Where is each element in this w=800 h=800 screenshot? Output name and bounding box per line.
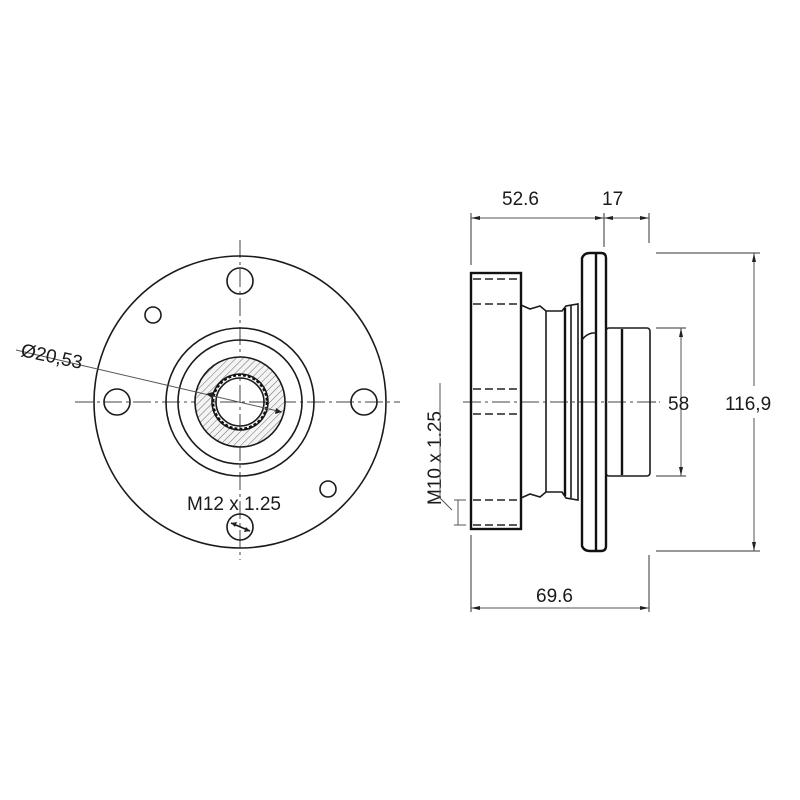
diameter-arrow-right <box>275 408 282 414</box>
thread-indicator-arrow-right <box>244 527 250 532</box>
small-hole-upper-left <box>144 306 162 324</box>
bolt-hole-bottom <box>226 513 254 541</box>
front-thread-label: M12 x 1.25 <box>187 494 281 515</box>
diameter-arrow-left <box>206 392 213 398</box>
side-thread-label: M10 x 1.25 <box>425 411 446 505</box>
dim-arrow-69-6-right <box>640 606 649 610</box>
flange-fillet-top <box>581 332 596 341</box>
dim-label-116-9: 116,9 <box>725 394 771 415</box>
small-hole-lower-right <box>319 480 337 498</box>
hub-neck-profile <box>520 303 579 501</box>
hub-middle-circle <box>177 339 303 465</box>
hub-outer-circle <box>165 327 315 477</box>
dim-arrow-58-bottom <box>679 467 683 476</box>
bore-diameter-label: Ø20,53 <box>19 340 84 373</box>
dim-label-69-6: 69.6 <box>536 586 573 607</box>
bolt-hole-left <box>103 388 131 416</box>
dim-label-58: 58 <box>668 394 689 415</box>
bolt-hole-top <box>226 267 254 295</box>
dim-arrow-17-left <box>604 216 613 220</box>
flange-outer-circle <box>93 255 387 549</box>
dim-arrow-116-9-top <box>752 253 756 262</box>
bore-inner-circle <box>215 377 265 427</box>
hub-rear-body <box>469 271 523 531</box>
front-view: Ø20,53 M12 x 1.25 <box>15 240 400 560</box>
dim-label-52-6: 52.6 <box>502 189 539 210</box>
dim-arrow-52-6-left <box>471 216 480 220</box>
dim-arrow-58-top <box>679 328 683 337</box>
side-thread-leader <box>439 383 453 511</box>
thread-indicator-arrow-left <box>231 522 237 527</box>
diameter-leader-line <box>15 349 283 413</box>
dim-arrow-17-right <box>640 216 649 220</box>
dim-arrow-116-9-bottom <box>752 542 756 551</box>
dim-arrow-52-6-right <box>595 216 604 220</box>
side-view: M10 x 1.25 52.6 17 69.6 58 <box>425 189 771 612</box>
splined-bore <box>211 373 269 431</box>
dim-arrow-69-6-left <box>471 606 480 610</box>
bolt-hole-right <box>350 388 378 416</box>
hub-flange <box>580 251 608 553</box>
dim-label-17: 17 <box>602 189 623 210</box>
